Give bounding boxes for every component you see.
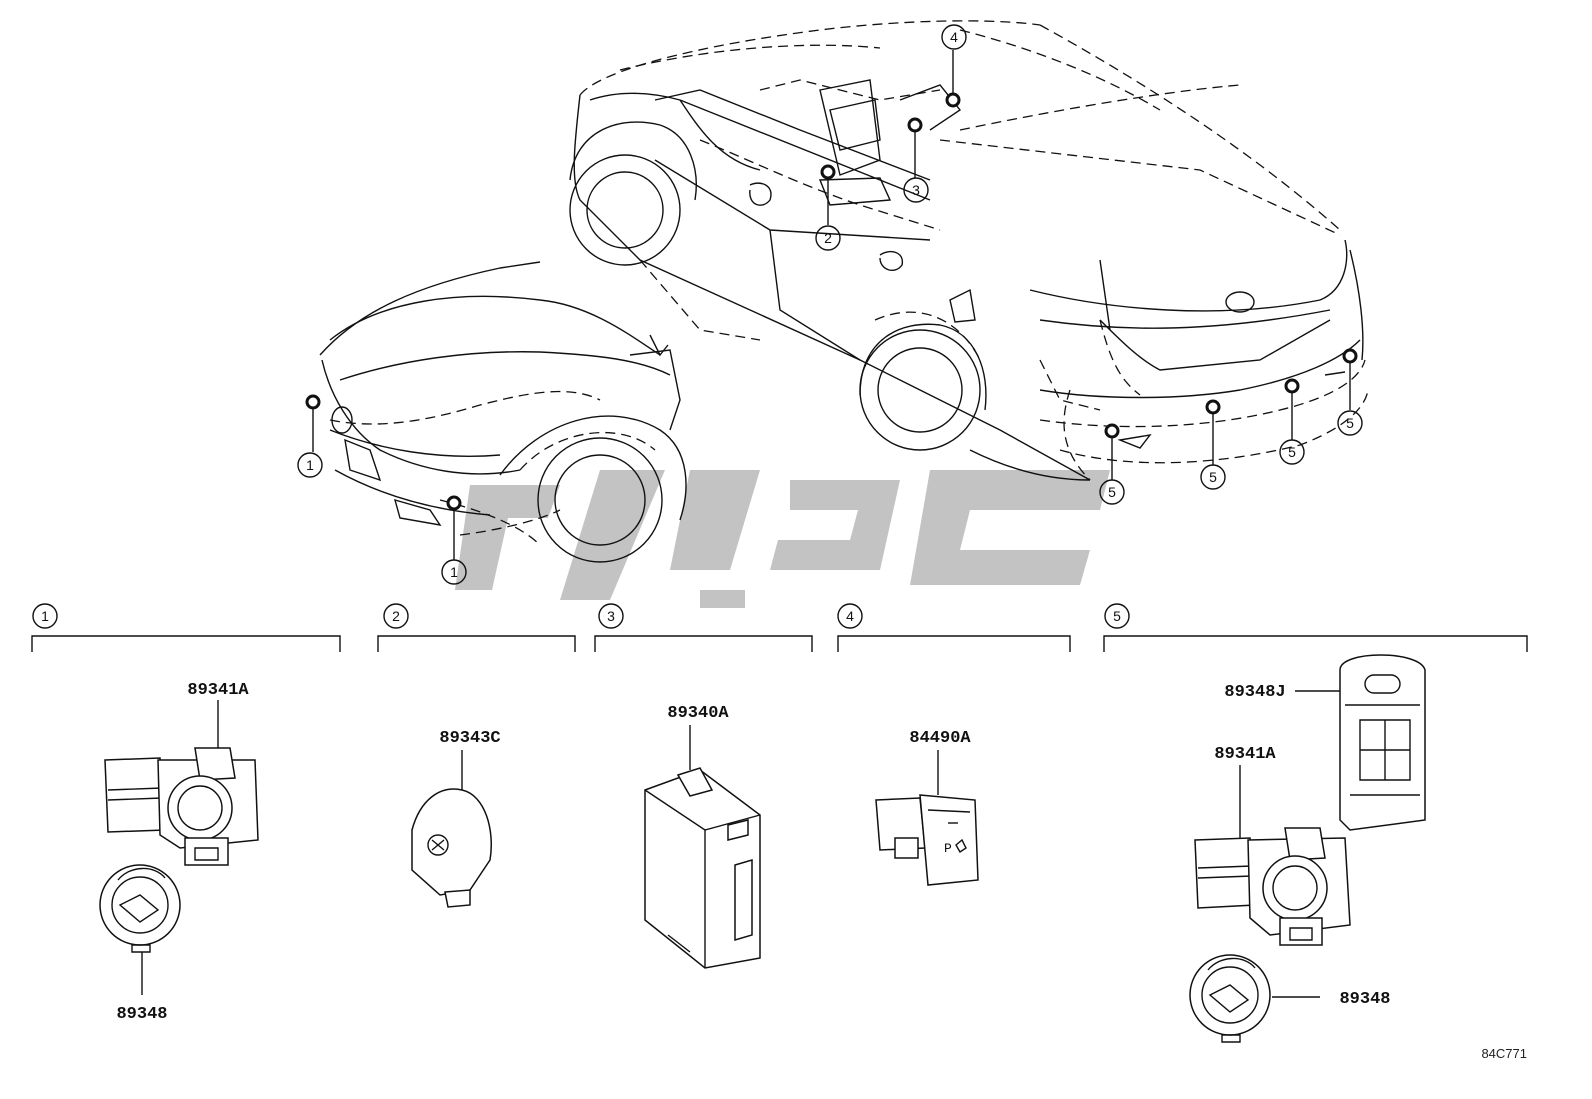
part-number-89348J[interactable]: 89348J <box>1224 683 1285 702</box>
site-watermark-logo <box>455 470 1110 608</box>
svg-text:5: 5 <box>1346 415 1354 431</box>
part-number-89348-rear[interactable]: 89348 <box>1339 990 1390 1009</box>
part-number-89341A[interactable]: 89341A <box>187 681 249 700</box>
svg-text:2: 2 <box>824 230 832 246</box>
svg-text:2: 2 <box>392 608 400 624</box>
part-number-84490A[interactable]: 84490A <box>909 729 971 748</box>
group-2-parts: 89343C <box>411 729 501 908</box>
group-4-header: 4 <box>837 603 1071 652</box>
callout-5a[interactable]: 5 <box>1099 479 1125 505</box>
front-right-sensor-dot <box>446 495 462 511</box>
callout-5c[interactable]: 5 <box>1279 439 1305 465</box>
front-left-sensor-dot <box>305 394 321 410</box>
callout-3[interactable]: 3 <box>903 177 929 203</box>
callout-markers: 1 1 2 3 4 5 5 5 5 <box>297 24 1363 585</box>
svg-text:5: 5 <box>1108 484 1116 500</box>
svg-text:3: 3 <box>912 182 920 198</box>
svg-text:4: 4 <box>846 608 854 624</box>
callout-5b[interactable]: 5 <box>1200 464 1226 490</box>
illustration-reference-code: 84C771 <box>1481 1046 1527 1061</box>
buzzer-location-dot <box>820 164 836 180</box>
rear-vehicle-view <box>569 20 1369 481</box>
group-4-parts: 84490A P <box>875 729 979 886</box>
sensor-bracket-part[interactable] <box>1339 654 1426 831</box>
ultrasonic-sensor-part[interactable] <box>104 747 259 866</box>
part-number-89341A-rear[interactable]: 89341A <box>1214 745 1276 764</box>
sensor-switch-part[interactable]: P <box>875 794 979 886</box>
rear-sensor-dot-3 <box>1284 378 1300 394</box>
group-5-parts: 89348J 89341A <box>1189 654 1426 1043</box>
callout-1a[interactable]: 1 <box>297 452 323 478</box>
group-headers: 1 2 3 4 5 <box>31 603 1528 652</box>
callout-2[interactable]: 2 <box>815 225 841 251</box>
sensor-locations <box>305 50 1358 560</box>
rear-sensor-retainer-part[interactable] <box>1189 954 1271 1043</box>
buzzer-part[interactable] <box>411 788 492 908</box>
part-number-89340A[interactable]: 89340A <box>667 704 729 723</box>
svg-text:5: 5 <box>1288 444 1296 460</box>
rear-ultrasonic-sensor-part[interactable] <box>1194 827 1351 946</box>
parking-assist-computer-part[interactable] <box>644 767 761 969</box>
sensor-retainer-part[interactable] <box>99 864 181 953</box>
callout-1b[interactable]: 1 <box>441 559 467 585</box>
svg-text:5: 5 <box>1209 469 1217 485</box>
group-3-parts: 89340A <box>644 704 761 969</box>
svg-text:P: P <box>944 841 952 856</box>
svg-text:1: 1 <box>450 564 458 580</box>
front-vehicle-view <box>319 261 687 563</box>
callout-4[interactable]: 4 <box>941 24 967 50</box>
rear-sensor-dot-1 <box>1104 423 1120 439</box>
rear-sensor-dot-2 <box>1205 399 1221 415</box>
svg-text:1: 1 <box>41 608 49 624</box>
group-2-header: 2 <box>377 603 576 652</box>
computer-location-dot <box>907 117 923 133</box>
rear-sensor-dot-4 <box>1342 348 1358 364</box>
svg-text:5: 5 <box>1113 608 1121 624</box>
part-number-89348[interactable]: 89348 <box>116 1005 167 1024</box>
switch-location-dot <box>945 92 961 108</box>
svg-text:1: 1 <box>306 457 314 473</box>
svg-text:3: 3 <box>607 608 615 624</box>
group-3-header: 3 <box>594 603 813 652</box>
parking-sensor-switch-icon: P <box>944 822 967 856</box>
part-number-89343C[interactable]: 89343C <box>439 729 500 748</box>
group-1-header: 1 <box>31 603 341 652</box>
callout-5d[interactable]: 5 <box>1337 410 1363 436</box>
svg-text:4: 4 <box>950 29 958 45</box>
group-5-header: 5 <box>1103 603 1528 652</box>
group-1-parts: 89341A 89348 <box>99 681 259 1024</box>
